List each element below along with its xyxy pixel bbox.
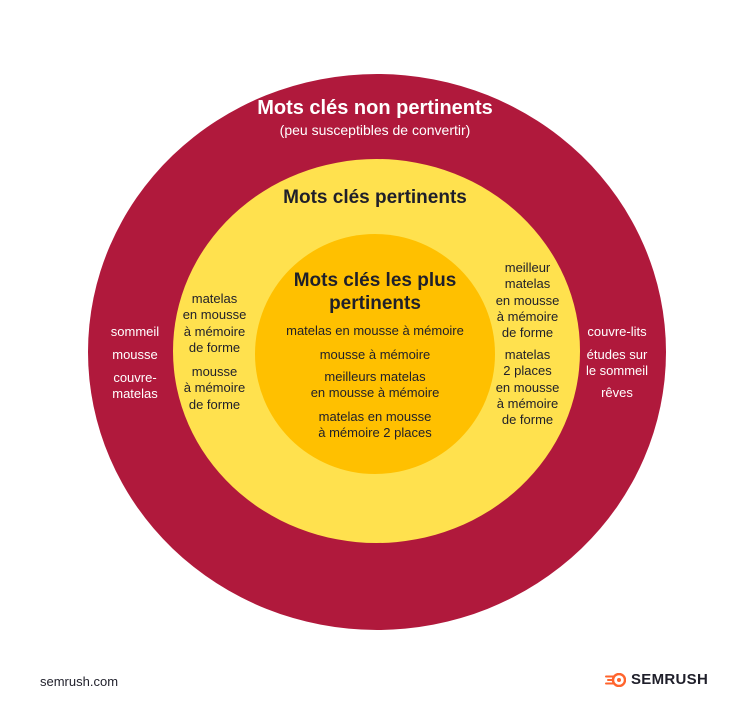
outer-right-keyword: couvre-lits (587, 324, 647, 339)
middle-right-keyword: matelas 2 places en mousse à mémoire de … (495, 347, 560, 427)
semrush-logo-text: SEMRUSH (631, 671, 709, 688)
outer-left-keyword: mousse (112, 347, 158, 362)
outer-right-keyword: études sur le sommeil (585, 347, 649, 379)
outer-title: Mots clés non pertinents (257, 97, 493, 119)
outer-left-keyword: sommeil (110, 324, 160, 339)
semrush-flame-icon (604, 672, 626, 687)
outer-subtitle: (peu susceptibles de convertir) (279, 122, 471, 138)
middle-left-keyword: mousse à mémoire de forme (183, 364, 246, 412)
inner-keyword: mousse à mémoire (319, 347, 431, 362)
semrush-logo: SEMRUSH (604, 671, 708, 688)
middle-title: Mots clés pertinents (283, 187, 467, 208)
inner-circle-most-relevant-keywords (255, 234, 495, 474)
inner-keyword: matelas en mousse à mémoire 2 places (318, 409, 432, 441)
middle-left-keyword: matelas en mousse à mémoire de forme (182, 291, 247, 355)
outer-right-keyword: rêves (601, 385, 633, 400)
inner-title: Mots clés les plus pertinents (293, 270, 457, 314)
footer-site-url: semrush.com (40, 674, 119, 689)
middle-right-keyword: meilleur matelas en mousse à mémoire de … (495, 260, 560, 340)
outer-left-keyword: couvre- matelas (112, 370, 158, 402)
inner-keyword: meilleurs matelas en mousse à mémoire (310, 369, 440, 401)
inner-keyword: matelas en mousse à mémoire (286, 323, 464, 338)
